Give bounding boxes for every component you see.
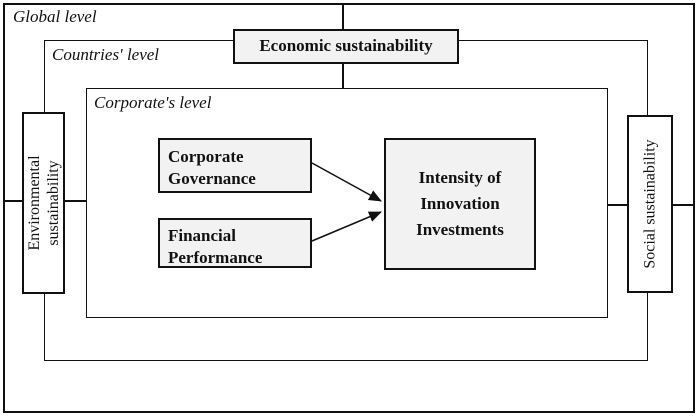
global-level-box [3,3,695,413]
social-sustainability-box: Social sustainability [627,115,673,293]
corporate-governance-box: Corporate Governance [158,138,312,193]
countries-level-label: Countries' level [52,45,160,64]
social-sustainability-label: Social sustainability [641,139,659,269]
financial-performance-label: Financial Performance [168,226,263,267]
economic-sustainability-box: Economic sustainability [233,29,459,64]
connector-global-to-economic [342,5,344,30]
corporate-level-label: Corporate's level [94,93,212,112]
global-level-label: Global level [13,7,97,26]
financial-performance-box: Financial Performance [158,218,312,268]
environmental-sustainability-label: Environmental sustainability [25,155,62,251]
environmental-sustainability-box: Environmental sustainability [22,112,65,294]
intensity-of-innovation-investments-label: Intensity of Innovation Investments [416,168,504,239]
corporate-level-box [86,88,608,318]
corporate-governance-label: Corporate Governance [168,147,256,188]
economic-sustainability-label: Economic sustainability [259,36,433,55]
connector-economic-to-corporate [342,63,344,89]
intensity-of-innovation-investments-box: Intensity of Innovation Investments [384,138,536,270]
